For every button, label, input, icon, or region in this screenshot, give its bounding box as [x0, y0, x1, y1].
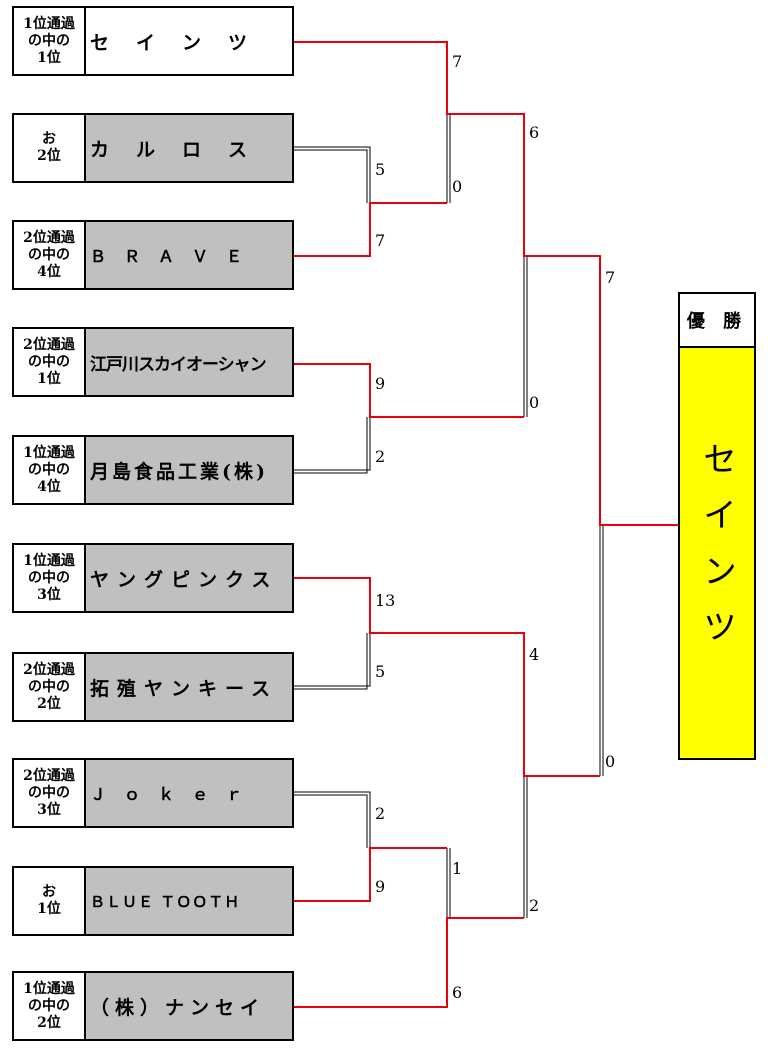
score-label: 5	[375, 662, 385, 681]
lose-line-r2a	[446, 114, 451, 203]
team-name: （株）ナンセイ	[86, 973, 292, 1039]
team-name: 月島食品工業(株)	[86, 437, 292, 503]
team-seed: 1位通過 の中の 2位	[14, 973, 86, 1039]
score-label: 4	[529, 645, 539, 664]
score-label: 9	[375, 374, 385, 393]
team-seed: 2位通過 の中の 4位	[14, 222, 86, 288]
score-label: 2	[375, 804, 385, 823]
team-seed: お 2位	[14, 115, 86, 181]
team-name: Ｂ Ｒ Ａ Ｖ Ｅ	[86, 222, 292, 288]
team-row: 1位通過 の中の 4位 月島食品工業(株)	[12, 435, 294, 505]
team-row: 1位通過 の中の 3位 ヤングピンクス	[12, 543, 294, 613]
team-seed: 2位通過 の中の 3位	[14, 760, 86, 826]
losing-paths	[294, 114, 604, 918]
score-label: 0	[529, 393, 539, 412]
win-line-saints	[294, 41, 678, 526]
score-label: 7	[375, 231, 385, 250]
lose-line-final	[599, 525, 604, 776]
team-seed: 1位通過 の中の 4位	[14, 437, 86, 503]
lose-line-tsukishima	[294, 417, 371, 474]
score-label: 9	[375, 877, 385, 896]
win-line-youngpinks	[294, 577, 600, 777]
team-name: Ｊ ｏ ｋ ｅ ｒ	[86, 760, 292, 826]
win-line-bluetooth	[294, 847, 447, 902]
team-seed: 2位通過 の中の 1位	[14, 329, 86, 395]
team-seed: お 1位	[14, 868, 86, 934]
score-label: 6	[529, 123, 539, 142]
team-name: ＢＬＵＥ ＴＯＯＴＨ	[86, 868, 292, 934]
win-line-brave	[294, 202, 447, 257]
champion-box: 優 勝 セインツ	[678, 292, 756, 760]
team-seed: 1位通過 の中の 1位	[14, 8, 86, 74]
team-name: セ イ ン ツ	[86, 8, 292, 74]
score-label: 0	[605, 752, 615, 771]
team-row: 2位通過 の中の 3位 Ｊ ｏ ｋ ｅ ｒ	[12, 758, 294, 828]
team-row: お 2位 カ ル ロ ス	[12, 113, 294, 183]
lose-line-karurosu	[294, 146, 371, 203]
win-line-edogawa	[294, 363, 524, 418]
champion-label: 優 勝	[680, 294, 754, 348]
team-name: 江戸川スカイオーシャン	[86, 329, 292, 395]
champion-name: セインツ	[680, 348, 754, 758]
score-label: 5	[375, 160, 385, 179]
team-row: 1位通過 の中の 1位 セ イ ン ツ	[12, 6, 294, 76]
team-row: 2位通過 の中の 2位 拓殖ヤンキース	[12, 652, 294, 722]
lose-line-r2b	[446, 848, 451, 918]
score-label: 1	[452, 859, 462, 878]
team-row: 2位通過 の中の 1位 江戸川スカイオーシャン	[12, 327, 294, 397]
team-name: ヤングピンクス	[86, 545, 292, 611]
team-row: 2位通過 の中の 4位 Ｂ Ｒ Ａ Ｖ Ｅ	[12, 220, 294, 290]
lose-line-takushoku	[294, 633, 371, 690]
lose-line-joker	[294, 791, 371, 848]
team-seed: 1位通過 の中の 3位	[14, 545, 86, 611]
lose-line-qf-top	[523, 256, 528, 417]
score-label: 7	[605, 268, 615, 287]
score-label: 6	[452, 983, 462, 1002]
team-name: 拓殖ヤンキース	[86, 654, 292, 720]
score-labels: 7 5 7 0 6 9 2 0 7 13 5 4 0 2 9 1 6 2	[375, 52, 615, 1002]
score-label: 2	[529, 896, 539, 915]
team-row: 1位通過 の中の 2位 （株）ナンセイ	[12, 971, 294, 1041]
lose-line-qf-bottom	[523, 776, 528, 918]
score-label: 0	[452, 177, 462, 196]
team-seed: 2位通過 の中の 2位	[14, 654, 86, 720]
score-label: 7	[452, 52, 462, 71]
score-label: 2	[375, 447, 385, 466]
winning-paths	[294, 41, 678, 1008]
team-name: カ ル ロ ス	[86, 115, 292, 181]
team-row: お 1位 ＢＬＵＥ ＴＯＯＴＨ	[12, 866, 294, 936]
score-label: 13	[375, 591, 395, 610]
win-line-nansei	[294, 917, 524, 1008]
